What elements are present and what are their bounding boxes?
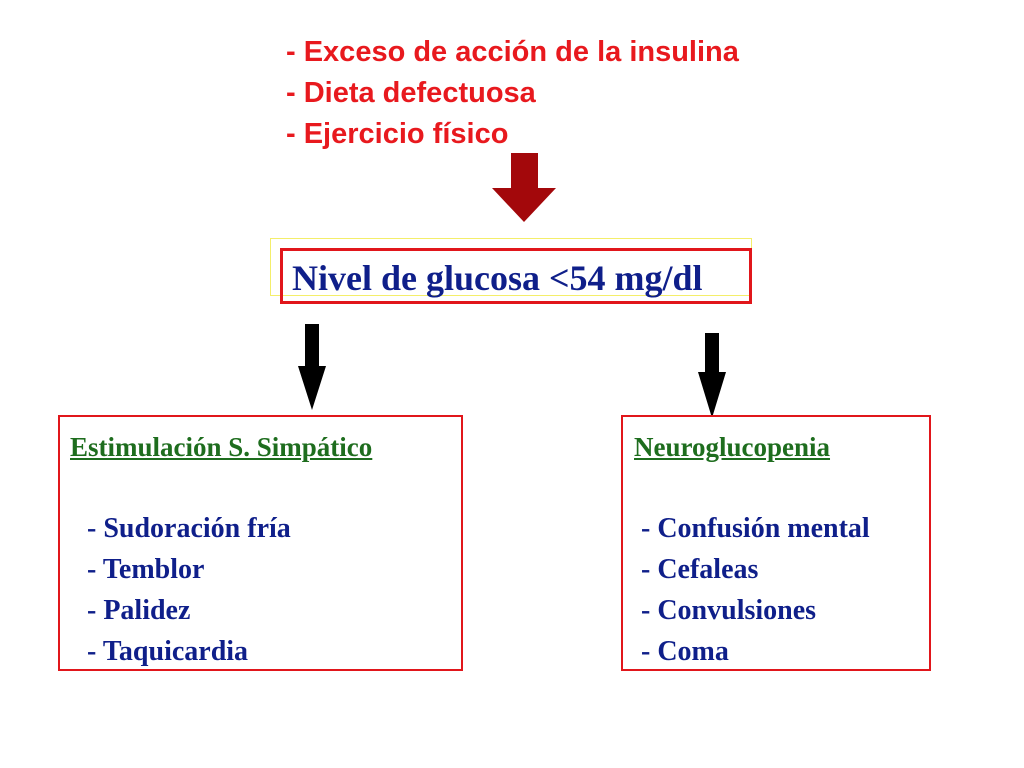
symptom-item: - Confusión mental — [641, 513, 870, 544]
down-arrow-top — [492, 153, 556, 222]
symptom-item: - Coma — [641, 636, 729, 667]
neuroglucopenia-symptoms: - Confusión mental - Cefaleas - Convulsi… — [641, 508, 870, 672]
symptom-item: - Sudoración fría — [87, 513, 291, 544]
cause-item: - Dieta defectuosa — [286, 77, 536, 109]
sympathetic-title: Estimulación S. Simpático — [70, 432, 373, 462]
sympathetic-box: Estimulación S. Simpático - Sudoración f… — [58, 415, 463, 671]
symptom-item: - Cefaleas — [641, 554, 759, 585]
sympathetic-symptoms: - Sudoración fría - Temblor - Palidez - … — [87, 508, 291, 672]
neuroglucopenia-box: Neuroglucopenia - Confusión mental - Cef… — [621, 415, 931, 671]
neuroglucopenia-title: Neuroglucopenia — [634, 432, 831, 462]
cause-item: - Ejercicio físico — [286, 118, 509, 150]
down-arrow-right — [698, 333, 726, 418]
symptom-item: - Palidez — [87, 595, 191, 626]
glucose-level-box — [280, 248, 752, 304]
symptom-item: - Convulsiones — [641, 595, 817, 626]
symptom-item: - Taquicardia — [87, 636, 249, 667]
glucose-level-label: Nivel de glucosa <54 mg/dl — [292, 258, 703, 298]
down-arrow-left — [298, 324, 326, 410]
causes-list: - Exceso de acción de la insulina - Diet… — [286, 32, 739, 155]
symptom-item: - Temblor — [87, 554, 205, 585]
cause-item: - Exceso de acción de la insulina — [286, 36, 739, 68]
